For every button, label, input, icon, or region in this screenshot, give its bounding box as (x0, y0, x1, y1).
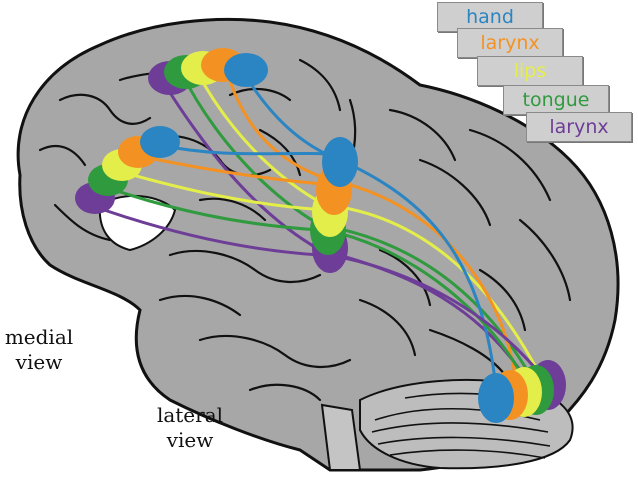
medial-view-label: medial view (4, 325, 74, 374)
legend-card-0: hand (437, 2, 543, 32)
pathway-10 (324, 228, 527, 381)
lateral-view-label: lateral view (156, 403, 224, 452)
legend-label: lips (513, 60, 547, 82)
cerebellum-cluster-node-4 (478, 373, 514, 423)
pathway-11 (329, 253, 547, 381)
pathway-1 (89, 203, 321, 257)
legend-card-2: lips (477, 56, 583, 86)
brain-stem (320, 403, 362, 471)
pathway-8 (243, 74, 497, 381)
medial-top-cluster-node-4 (224, 53, 268, 87)
lateral-premotor-cluster-node-4 (322, 137, 358, 187)
legend-label: tongue (522, 89, 590, 111)
legend-card-3: tongue (503, 85, 609, 115)
pathway-3 (99, 183, 321, 232)
pathway-5 (114, 168, 326, 212)
legend-label: hand (466, 6, 514, 28)
legend-card-4: larynx (526, 112, 632, 142)
pathway-7 (134, 153, 336, 187)
legend-label: larynx (549, 116, 609, 138)
motor-nodes (75, 48, 566, 423)
medial-front-cluster-node-4 (140, 126, 180, 158)
legend-card-1: larynx (457, 28, 563, 58)
legend-label: larynx (480, 32, 540, 54)
pathways (89, 64, 547, 381)
pathway-9 (159, 143, 341, 157)
